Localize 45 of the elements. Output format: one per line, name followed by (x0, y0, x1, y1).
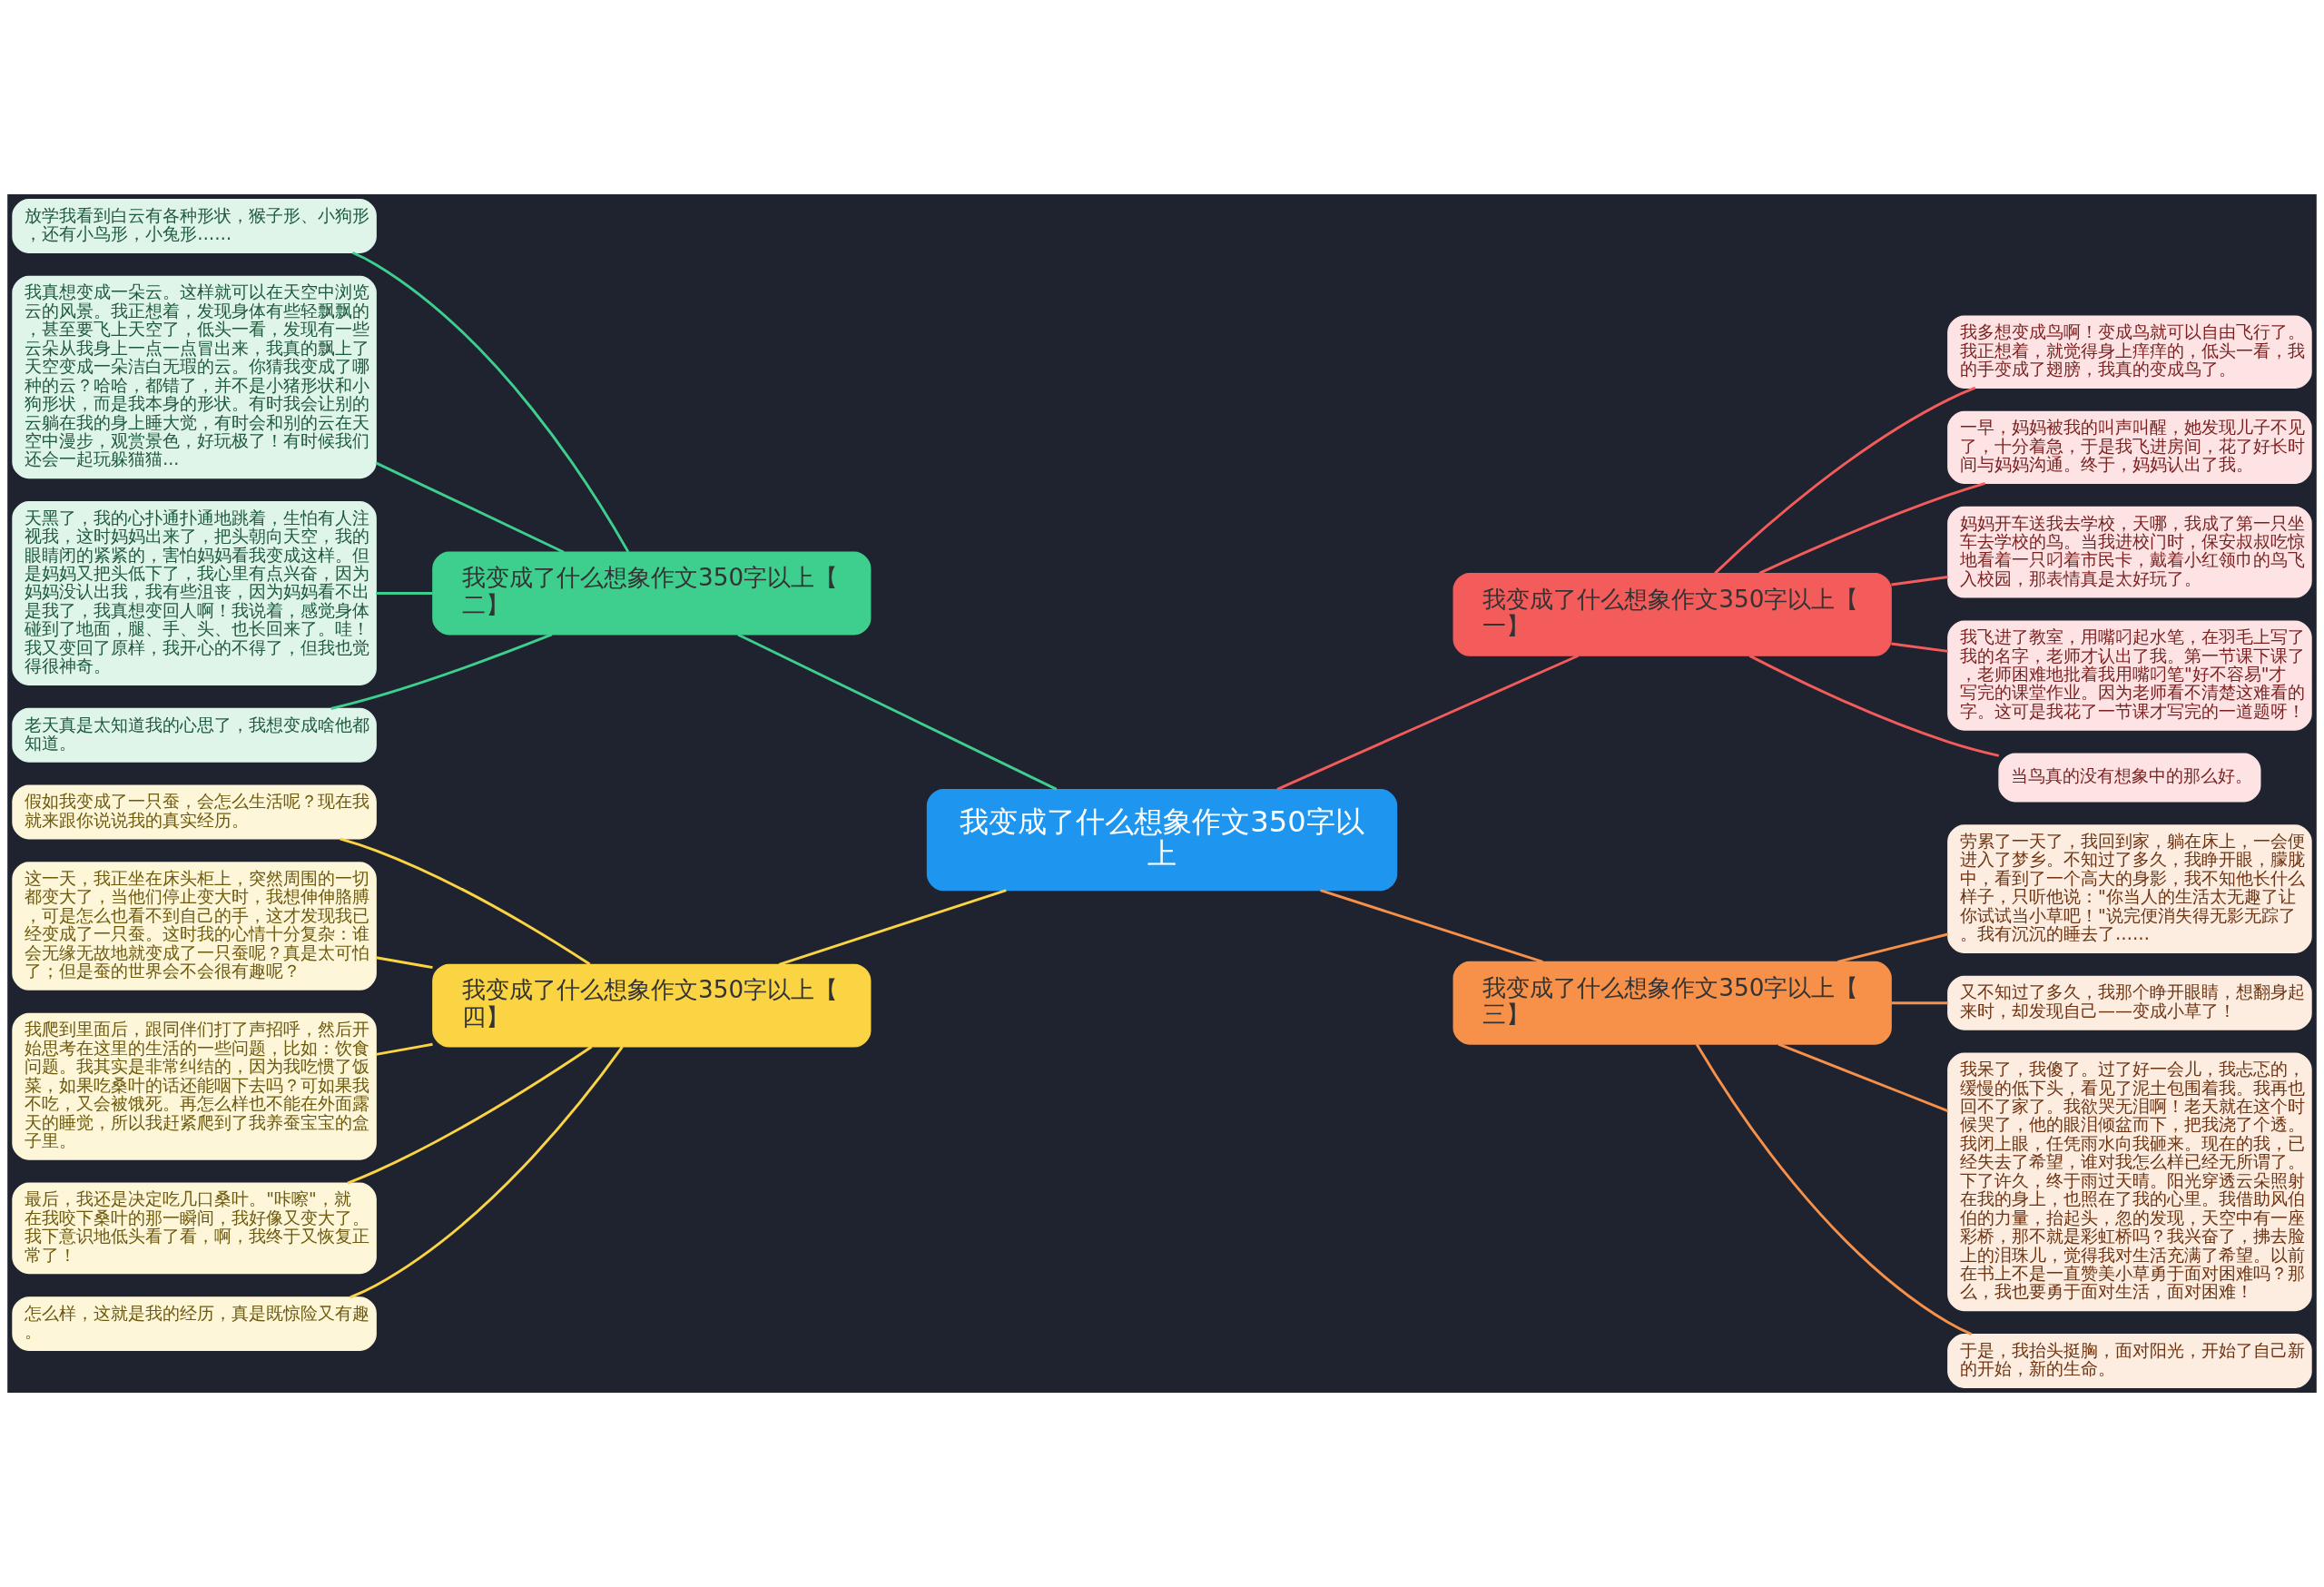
node-box: 一早，妈妈被我的叫声叫醒，她发现儿子不见了，十分着急，于是我飞进房间，花了好长时间与妈妈沟通。终于，妈妈认出了我。 (1947, 410, 2312, 485)
node-box: 放学我看到白云有各种形状，猴子形、小狗形，还有小鸟形，小兔形…… (12, 199, 377, 253)
node-box: 我呆了，我傻了。过了好一会儿，我忐忑的，缓慢的低下头，看见了泥土包围着我。我再也回不了家了。我欲哭无泪啊！老天就在这个时候哭了，他的眼泪倾盆而下，把我浇了个透。我闭上眼，任凭雨水向我砸来。现在的我，已经失去了希望，谁对我怎么样已经无所谓了。下了许久，终于雨过天晴。阳光穿透云朵照射在我的身上，也照在了我的心里。我借助风伯伯的力量，抬起头，忽的发现，天空中有一座彩桥，那不就是彩虹桥吗？我兴奋了，拂去脸上的泪珠儿，觉得我对生活充满了希望。以前在书上不是一直赞美小草勇于面对困难吗？那么，我也要勇于面对生活，面对困难！ (1947, 1052, 2312, 1312)
connector (375, 461, 565, 554)
node-box: 这一天，我正坐在床头柜上，突然周围的一切都变大了，当他们停止变大时，我想伸伸胳膊，可是怎么也看不到自己的手，这才发现我已经变成了一只蚕。这时我的心情十分复杂：谁会无缘无故地就变成了一只蚕呢？真是太可怕了；但是蚕的世界会不会很有趣呢？ (12, 862, 377, 991)
connector (1777, 1042, 1949, 1112)
connector (1891, 642, 1948, 653)
node-box: 于是，我抬头挺胸，面对阳光，开始了自己新的开始，新的生命。 (1947, 1334, 2312, 1388)
node-box: 我变成了什么想象作文350字以上 (926, 788, 1398, 892)
connector (340, 837, 591, 966)
connector (1891, 1001, 1948, 1005)
connector (1714, 386, 1976, 575)
connector (778, 889, 1007, 966)
connector (1758, 481, 1986, 575)
node-box: 最后，我还是决定吃几口桑叶。"咔嚓"，就在我咬下桑叶的那一瞬间，我好像又变大了。我下意识地低头看了看，啊，我终于又恢复正常了！ (12, 1182, 377, 1275)
node-box: 怎么样，这就是我的经历，真是既惊险又有趣。 (12, 1296, 377, 1351)
connector (351, 251, 630, 553)
node-box: 天黑了，我的心扑通扑通地跳着，生怕有人注视我，这时妈妈出来了，把头朝向天空，我的眼睛闭的紧紧的，害怕妈妈看我变成这样。但是妈妈又把头低下了，我心里有点兴奋，因为妈妈没认出我，我有些沮丧，因为妈妈看不出是我了，我真想变回人啊！我说着，感觉身体碰到了地面，腿、手、头、也长回来了。哇！我又变回了原样，我开心的不得了，但我也觉得很神奇。 (12, 501, 377, 685)
connector (1891, 576, 1948, 586)
connector (1276, 654, 1580, 791)
connector (1320, 889, 1543, 963)
node-box: 当鸟真的没有想象中的那么好。 (1998, 753, 2261, 803)
connector (737, 633, 1058, 791)
node-box: 劳累了一天了，我回到家，躺在床上，一会便进入了梦乡。不知过了多久，我睁开眼，朦胧中，看到了一个高大的身影，我不知他长什么样子，只听他说："你当人的生活太无趣了让你试试当小草吧！"说完便消失得无影无踪了。我有沉沉的睡去了…… (1947, 824, 2312, 953)
connector (1748, 655, 2000, 757)
connector (347, 1045, 593, 1185)
node-box: 我变成了什么想象作文350字以上【二】 (432, 551, 872, 636)
node-box: 我爬到里面后，跟同伴们打了声招呼，然后开始思考在这里的生活的一些问题，比如：饮食问题。我其实是非常纠结的，因为我吃惯了饭菜，如果吃桑叶的话还能咽下去吗？可如果我不吃，又会被饿死。再怎么样也不能在外面露天的睡觉，所以我赶紧爬到了我养蚕宝宝的盒子里。 (12, 1012, 377, 1160)
node-box: 老天真是太知道我的心思了，我想变成啥他都知道。 (12, 707, 377, 763)
node-box: 我多想变成鸟啊！变成鸟就可以自由飞行了。我正想着，就觉得身上痒痒的，低头一看，我的手变成了翅膀，我真的变成鸟了。 (1947, 315, 2312, 389)
node-box: 又不知过了多久，我那个睁开眼睛，想翻身起来时，却发现自己——变成小草了！ (1947, 975, 2312, 1030)
node-box: 我变成了什么想象作文350字以上【一】 (1452, 572, 1892, 656)
node-box: 我飞进了教室，用嘴叼起水笔，在羽毛上写了我的名字，老师才认出了我。第一节课下课了，老师困难地批着我用嘴叼笔"好不容易"才写完的课堂作业。因为老师看不清楚这难看的字。这可是我花了一节课才写完的一道题呀！ (1947, 620, 2312, 731)
connector (1695, 1043, 1973, 1336)
connector (1837, 932, 1949, 963)
connector (330, 633, 553, 710)
node-box: 我变成了什么想象作文350字以上【三】 (1452, 961, 1892, 1045)
node-box: 我变成了什么想象作文350字以上【四】 (432, 963, 872, 1048)
node-box: 假如我变成了一只蚕，会怎么生活呢？现在我就来跟你说说我的真实经历。 (12, 784, 377, 840)
connector (375, 1042, 433, 1056)
node-box: 我真想变成一朵云。这样就可以在天空中浏览云的风景。我正想着，发现身体有些轻飘飘的，甚至要飞上天空了，低头一看，发现有一些云朵从我身上一点一点冒出来，我真的飘上了天空变成一朵洁白无瑕的云。你猜我变成了哪种的云？哈哈，都错了，并不是小猪形状和小狗形状，而是我本身的形状。有时我会让别的云躺在我的身上睡大觉，有时会和别的云在天空中漫步，观赏景色，好玩极了！有时候我们还会一起玩躲猫猫... (12, 275, 377, 479)
connector (375, 956, 433, 970)
connector (350, 1046, 624, 1299)
connector (376, 592, 433, 595)
node-box: 妈妈开车送我去学校，天哪，我成了第一只坐车去学校的鸟。当我进校门时，保安叔叔吃惊地看着一只叼着市民卡，戴着小红领巾的鸟飞入校园，那表情真是太好玩了。 (1947, 506, 2312, 598)
